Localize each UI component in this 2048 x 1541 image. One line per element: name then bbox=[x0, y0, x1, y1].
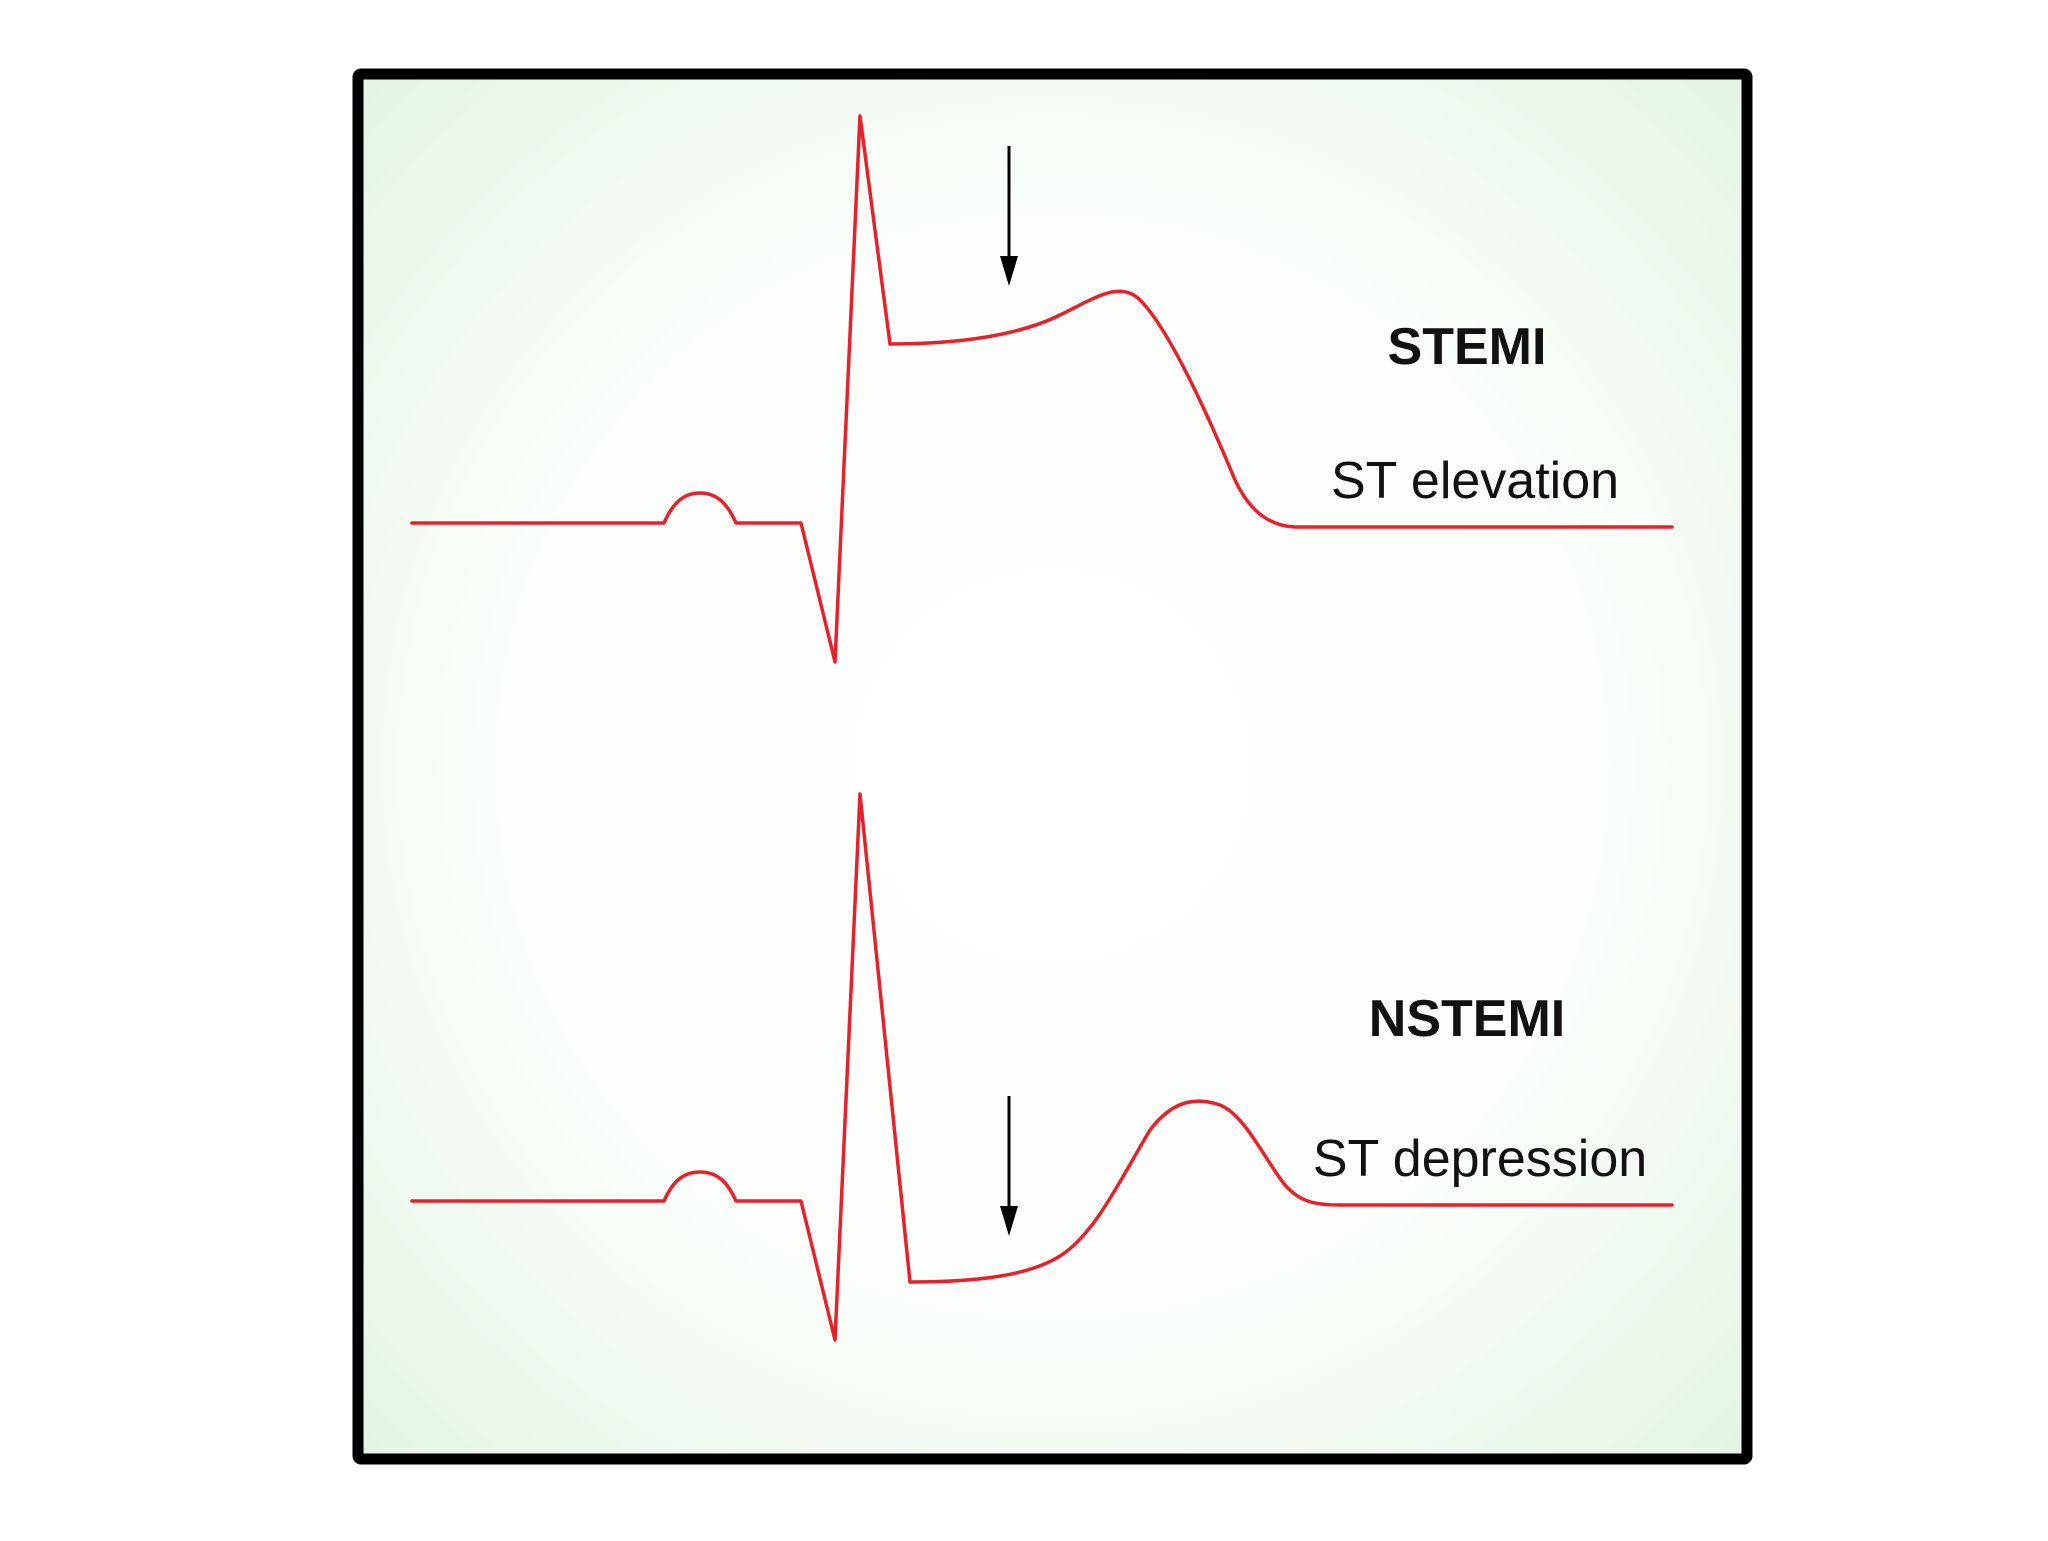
stemi-st-arrow bbox=[1000, 146, 1018, 286]
nstemi-ecg-trace bbox=[410, 792, 1674, 1342]
panel-background bbox=[352, 68, 1753, 1465]
nstemi-st-arrow bbox=[1000, 1096, 1018, 1236]
nstemi-title: NSTEMI bbox=[1369, 990, 1565, 1048]
stemi-ecg-trace bbox=[410, 114, 1674, 664]
stemi-title: STEMI bbox=[1388, 318, 1547, 376]
nstemi-subtitle: ST depression bbox=[1313, 1130, 1647, 1188]
stemi-subtitle: ST elevation bbox=[1331, 452, 1619, 510]
